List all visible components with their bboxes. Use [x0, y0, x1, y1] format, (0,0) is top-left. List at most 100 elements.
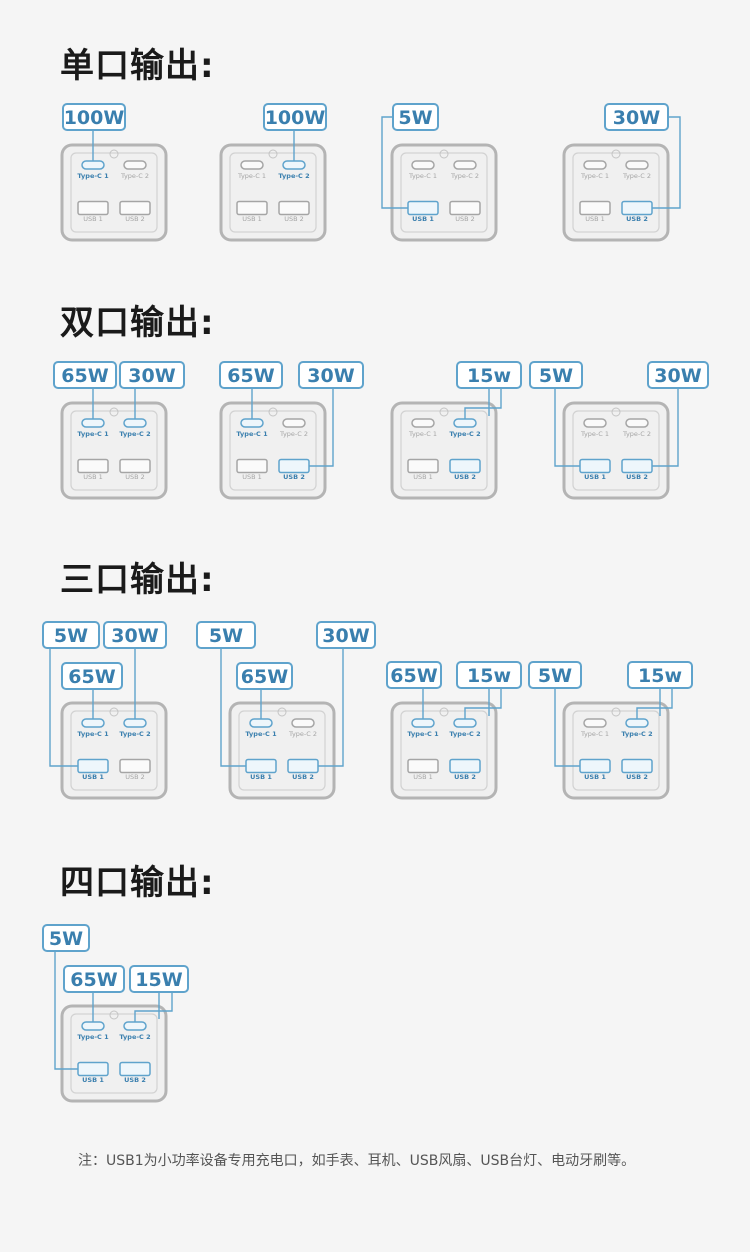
usb-a-port-icon	[287, 758, 319, 774]
charger-inner-frame	[400, 410, 488, 491]
logo-icon	[611, 407, 621, 417]
power-badge-label: 100W	[64, 107, 125, 129]
type-c-port-icon	[411, 718, 435, 728]
usb-a-port-icon	[77, 1061, 109, 1077]
power-badge-label: 15w	[467, 665, 511, 687]
type-c-port-icon	[291, 718, 315, 728]
charger-body	[60, 1004, 168, 1103]
footnote: 注：USB1为小功率设备专用充电口，如手表、耳机、USB风扇、USB台灯、电动牙…	[78, 1153, 636, 1169]
port-label: Type-C 1	[77, 1033, 109, 1041]
port-label: Type-C 2	[622, 172, 651, 180]
power-badge-label: 100W	[265, 107, 326, 129]
charger-body	[390, 401, 498, 500]
port-label: USB 2	[125, 773, 145, 781]
port-label: USB 2	[284, 215, 304, 223]
power-badge	[263, 103, 327, 131]
connector-line	[381, 116, 408, 209]
type-c-port-icon	[583, 718, 607, 728]
charger-inner-frame	[70, 710, 158, 791]
usb-a-port-icon	[621, 458, 653, 474]
type-c-port-icon	[625, 418, 649, 428]
power-badge-label: 15w	[467, 365, 511, 387]
usb-a-port-icon	[407, 758, 439, 774]
logo-icon	[439, 407, 449, 417]
charger-body	[562, 701, 670, 800]
type-c-port-icon	[282, 160, 306, 170]
type-c-port-icon	[123, 418, 147, 428]
type-c-port-icon	[411, 160, 435, 170]
port-label: USB 1	[242, 215, 262, 223]
power-badge	[63, 965, 125, 993]
charger-inner-frame	[229, 410, 317, 491]
port-label: USB 2	[454, 773, 476, 781]
charger-inner-frame	[70, 152, 158, 233]
port-label: Type-C 1	[236, 430, 268, 438]
connector-line	[464, 688, 502, 719]
logo-icon	[611, 149, 621, 159]
power-badge-label: 65W	[61, 365, 108, 387]
power-badge-label: 5W	[49, 928, 83, 950]
power-badge	[386, 661, 442, 689]
power-badge-label: 30W	[128, 365, 175, 387]
port-label: Type-C 1	[408, 172, 437, 180]
power-badge	[62, 103, 126, 131]
usb-a-port-icon	[278, 458, 310, 474]
type-c-port-icon	[583, 418, 607, 428]
power-badge	[61, 662, 123, 690]
port-label: USB 1	[413, 473, 433, 481]
usb-a-port-icon	[245, 758, 277, 774]
charger-body	[219, 143, 327, 242]
power-badge-label: 5W	[209, 625, 243, 647]
port-label: USB 2	[292, 773, 314, 781]
usb-a-port-icon	[579, 758, 611, 774]
power-badge	[119, 361, 185, 389]
port-label: USB 1	[584, 473, 606, 481]
charger-inner-frame	[572, 152, 660, 233]
power-badge	[456, 361, 522, 389]
power-badge	[196, 621, 256, 649]
charger-inner-frame	[229, 152, 317, 233]
charger-body	[562, 143, 670, 242]
port-label: USB 1	[83, 473, 103, 481]
type-c-port-icon	[123, 718, 147, 728]
power-badge	[219, 361, 283, 389]
power-badge	[528, 661, 582, 689]
charger-inner-frame	[572, 710, 660, 791]
port-label: Type-C 2	[621, 730, 652, 738]
power-badge	[316, 621, 376, 649]
type-c-port-icon	[411, 418, 435, 428]
usb-a-port-icon	[579, 458, 611, 474]
type-c-port-icon	[81, 718, 105, 728]
usb-a-port-icon	[77, 200, 109, 216]
power-badge-label: 15w	[638, 665, 682, 687]
port-label: Type-C 2	[449, 430, 480, 438]
port-label: USB 2	[125, 215, 145, 223]
port-label: USB 1	[242, 473, 262, 481]
type-c-port-icon	[583, 160, 607, 170]
charger-body	[562, 401, 670, 500]
logo-icon	[268, 149, 278, 159]
port-label: USB 2	[454, 473, 476, 481]
usb-a-port-icon	[236, 200, 268, 216]
power-badge	[456, 661, 522, 689]
port-label: USB 2	[455, 215, 475, 223]
usb-a-port-icon	[119, 458, 151, 474]
usb-a-port-icon	[449, 200, 481, 216]
type-c-port-icon	[81, 1021, 105, 1031]
port-label: Type-C 2	[119, 1033, 150, 1041]
port-label: Type-C 2	[120, 172, 149, 180]
type-c-port-icon	[282, 418, 306, 428]
type-c-port-icon	[453, 160, 477, 170]
power-badge-label: 5W	[538, 665, 572, 687]
port-label: USB 2	[626, 215, 648, 223]
usb-a-port-icon	[407, 458, 439, 474]
type-c-port-icon	[453, 718, 477, 728]
power-badge-label: 65W	[241, 666, 288, 688]
power-badge	[627, 661, 693, 689]
usb-a-port-icon	[449, 458, 481, 474]
power-badge	[42, 924, 90, 952]
type-c-port-icon	[625, 160, 649, 170]
